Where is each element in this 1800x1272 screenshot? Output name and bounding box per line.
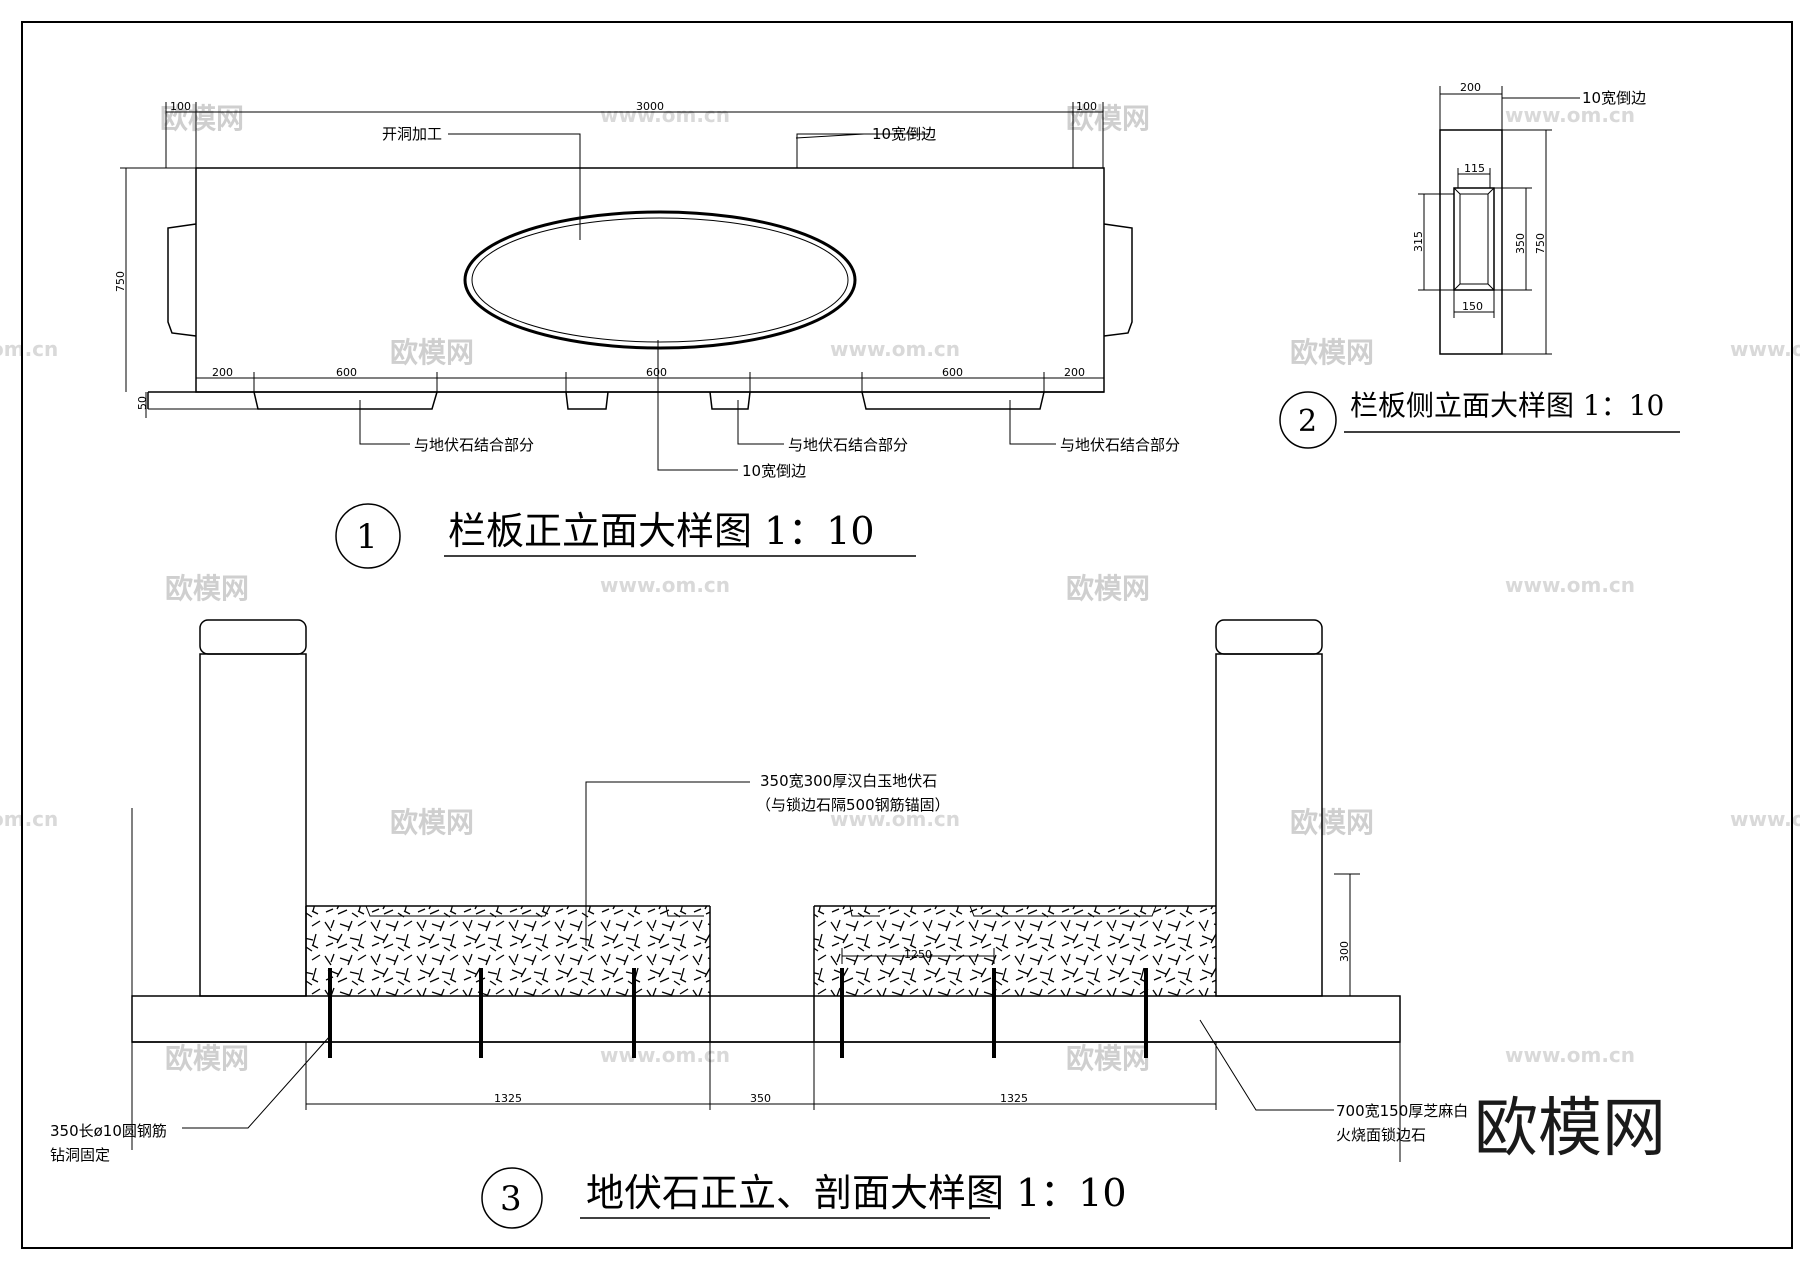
note-stone-line2: （与锁边石隔500钢筋锚固） [756,796,950,814]
dim-overall-width: 3000 [636,100,664,113]
watermark-logo: 欧模网 [1066,102,1150,135]
drawing-number: 3 [500,1179,522,1219]
dim-right-gap: 200 [1064,366,1085,379]
note-side-chamfer: 10宽倒边 [1582,89,1646,107]
dim-side-width: 200 [1460,81,1481,94]
watermark-logo: 欧模网 [1066,572,1150,605]
front-elevation-labels: 100 3000 100 750 50 200 600 600 600 200 … [114,100,1180,569]
watermark-url: www.om.cn [600,1043,730,1067]
watermark-logo: 欧模网 [390,806,474,839]
watermark-layer: 欧模网 www.om.cn 欧模网 www.om.cn om.cn 欧模网 ww… [0,102,1800,1075]
note-edge-line2: 火烧面锁边石 [1336,1126,1426,1144]
dim-left-gap: 200 [212,366,233,379]
side-elevation-labels: 200 115 150 315 350 750 10宽倒边 2 栏板侧立面大样图… [1279,81,1680,449]
watermark-logo: 欧模网 [165,572,249,605]
dim-stone-height: 300 [1338,941,1351,962]
sheet-border [21,21,1793,1249]
watermark-logo: 欧模网 [1066,1042,1150,1075]
drawing-title: 栏板侧立面大样图 1：10 [1350,389,1664,422]
watermark-url: www.om.cn [1505,103,1635,127]
watermark-url: om.cn [0,807,58,831]
dim-inner-height: 350 [1514,233,1527,254]
drawing-title: 栏板正立面大样图 1：10 [448,509,875,553]
dim-base-height: 50 [136,396,149,410]
dim-left-edge: 100 [170,100,191,113]
note-chamfer-bottom: 10宽倒边 [742,462,806,480]
drawing-number-circle [481,1167,543,1229]
note-rebar-line1: 350长ø10圆钢筋 [50,1122,167,1140]
note-join-right: 与地伏石结合部分 [1060,436,1180,454]
note-opening: 开洞加工 [382,125,442,143]
watermark-logo: 欧模网 [165,1042,249,1075]
dim-inner-top: 115 [1464,162,1485,175]
side-elevation-drawing [1418,86,1580,355]
watermark-url: www.om.cn [1730,807,1800,831]
drawing-number: 1 [356,517,378,557]
dim-left-height: 315 [1412,231,1425,252]
watermark-url: www.om.cn [830,807,960,831]
dim-span-left: 1325 [494,1092,522,1105]
note-stone-line1: 350宽300厚汉白玉地伏石 [760,772,937,790]
note-join-left: 与地伏石结合部分 [414,436,534,454]
brand-watermark: 欧模网 [1474,1092,1666,1166]
watermark-url: www.om.cn [600,103,730,127]
watermark-logo: 欧模网 [1290,336,1374,369]
dim-panel-height: 750 [114,271,127,292]
watermark-url: www.om.cn [830,337,960,361]
dim-inner-bottom: 150 [1462,300,1483,313]
curb-stone-labels: 350宽300厚汉白玉地伏石 （与锁边石隔500钢筋锚固） 300 1250 1… [50,772,1468,1229]
dim-mid-seg: 600 [646,366,667,379]
dim-right-seg: 600 [942,366,963,379]
note-join-mid: 与地伏石结合部分 [788,436,908,454]
dim-side-height: 750 [1534,233,1547,254]
dim-span-right: 1325 [1000,1092,1028,1105]
watermark-logo: 欧模网 [160,102,244,135]
watermark-url: www.om.cn [1505,573,1635,597]
note-rebar-line2: 钻洞固定 [50,1146,110,1164]
note-edge-line1: 700宽150厚芝麻白 [1336,1102,1468,1120]
watermark-url: www.om.cn [600,573,730,597]
front-elevation-drawing [120,102,1133,471]
watermark-url: om.cn [0,337,58,361]
watermark-url: www.om.cn [1505,1043,1635,1067]
watermark-logo: 欧模网 [390,336,474,369]
watermark-logo: 欧模网 [1290,806,1374,839]
dim-right-edge: 100 [1076,100,1097,113]
dim-left-seg: 600 [336,366,357,379]
curb-stone-drawing [131,619,1401,1162]
dim-gap: 350 [750,1092,771,1105]
drawing-number-circle [335,503,401,569]
watermark-url: www.om.cn [1730,337,1800,361]
drawing-number: 2 [1298,404,1317,439]
drawing-number-circle [1279,391,1337,449]
drawing-title: 地伏石正立、剖面大样图 1：10 [586,1171,1127,1215]
note-chamfer-top: 10宽倒边 [872,125,936,143]
dim-rebar-spacing: 1250 [904,948,932,961]
